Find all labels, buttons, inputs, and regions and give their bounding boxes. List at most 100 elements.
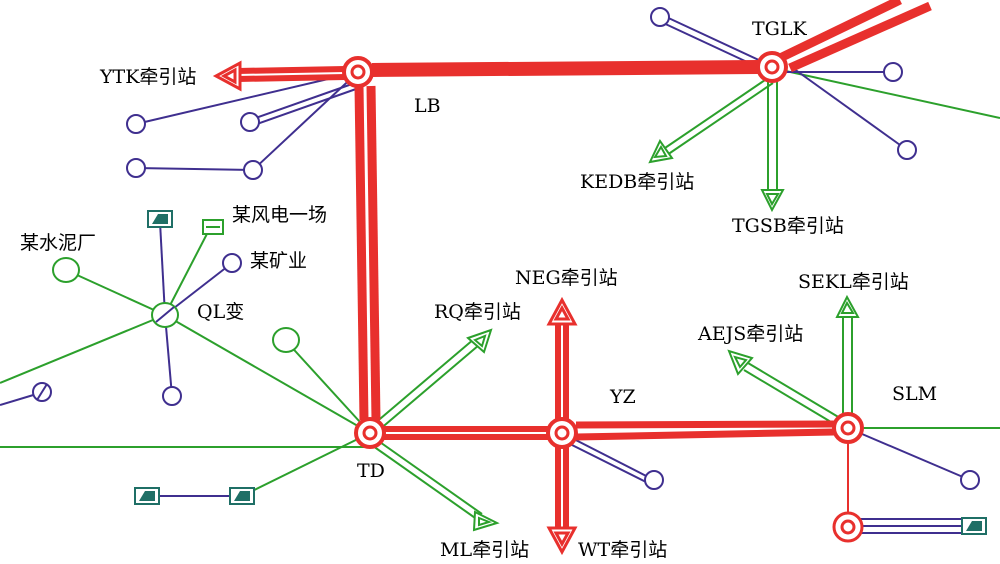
line-cement-ql xyxy=(65,269,166,316)
label-mine: 某矿业 xyxy=(250,250,307,272)
load-circle-icon[interactable] xyxy=(960,470,980,490)
feeder-yz-se2 xyxy=(565,441,655,487)
label-tglk: TGLK xyxy=(752,18,807,40)
wind-plant[interactable] xyxy=(202,219,224,235)
crossed-load-slash xyxy=(36,383,48,401)
trunk-yz-slm-1 xyxy=(575,420,835,429)
arrow-ytk-inner-icon xyxy=(220,67,237,85)
feeder-tglk-se xyxy=(789,65,908,151)
load-circle-icon[interactable] xyxy=(126,158,146,178)
arrow-rq-inner-icon xyxy=(473,334,487,348)
label-ytk: YTK牵引站 xyxy=(99,66,196,88)
feeder-yz-se xyxy=(561,432,655,481)
substation-lb[interactable] xyxy=(342,56,374,88)
substation-yz[interactable] xyxy=(546,417,578,449)
substation-inner-icon xyxy=(554,425,570,441)
substation-tglk[interactable] xyxy=(756,51,788,83)
double-feeders xyxy=(249,14,764,487)
line-td-gen xyxy=(241,432,371,497)
cement-plant-icon[interactable] xyxy=(52,257,80,283)
arrow-neg-inner-icon xyxy=(553,304,571,321)
green-loads xyxy=(52,257,300,353)
load-circle-icon[interactable] xyxy=(222,253,242,273)
branch-rq-1 xyxy=(373,338,475,425)
label-ql: QL变 xyxy=(197,301,244,323)
labels: YTK牵引站 LB TGLK KEDB牵引站 TGSB牵引站 某风电一场 某水泥… xyxy=(20,18,937,561)
feeder-ql-top xyxy=(159,221,166,316)
line-tglk-east xyxy=(771,67,1000,119)
substation-inner-icon xyxy=(350,64,366,80)
substation-inner-icon xyxy=(764,59,780,75)
substation-slm-south[interactable] xyxy=(832,511,864,543)
line-ql-td xyxy=(164,314,371,434)
red-substations xyxy=(342,51,864,543)
label-kedb: KEDB牵引站 xyxy=(580,171,694,193)
label-aejs: AEJS牵引站 xyxy=(697,323,803,345)
label-wind: 某风电一场 xyxy=(232,204,327,226)
generator-block-inner xyxy=(234,491,250,501)
substation-inner-icon xyxy=(840,519,856,535)
label-lb: LB xyxy=(414,95,441,117)
red-arrowheads xyxy=(212,60,578,556)
arrow-sekl-inner-icon xyxy=(840,300,855,314)
feeder-lb-d2 xyxy=(253,88,357,126)
load-circle-icon[interactable] xyxy=(883,62,903,82)
substation-slm[interactable] xyxy=(832,412,864,444)
arrow-tgsb-inner-icon xyxy=(765,193,780,207)
generator-block-inner xyxy=(152,214,168,224)
feeder-lb-d1 xyxy=(249,83,353,121)
feeder-slm-se xyxy=(847,427,971,481)
generator-block-inner xyxy=(139,491,155,501)
load-circle-icon[interactable] xyxy=(644,470,664,490)
label-neg: NEG牵引站 xyxy=(515,267,618,289)
branch-kedb-2 xyxy=(666,82,774,156)
generator-block-inner xyxy=(966,521,982,531)
red-trunk-lines xyxy=(237,0,932,530)
label-wt: WT牵引站 xyxy=(578,539,667,561)
branch-kedb-1 xyxy=(661,77,769,151)
load-circle-icon[interactable] xyxy=(897,140,917,160)
label-tgsb: TGSB牵引站 xyxy=(732,215,844,237)
arrow-kedb-inner-icon xyxy=(653,145,668,159)
green-arrowheads xyxy=(466,139,860,532)
arrow-wt-inner-icon xyxy=(553,531,571,548)
load-circle-icon[interactable] xyxy=(240,112,260,132)
feeder-ql-bottom xyxy=(164,314,173,397)
label-rq: RQ牵引站 xyxy=(434,301,521,323)
branch-ml-2 xyxy=(372,445,479,521)
feeder-tglk-nw1 xyxy=(661,14,764,63)
trunk-lb-td-1 xyxy=(354,85,369,421)
generator-blocks xyxy=(134,210,987,535)
line-ql-west xyxy=(0,314,166,384)
trunk-lb-td-2 xyxy=(366,85,381,421)
load-circle-icon[interactable] xyxy=(650,7,670,27)
load-circle-icon[interactable] xyxy=(162,386,182,406)
load-circle-icon[interactable] xyxy=(126,114,146,134)
ql-substation-slash xyxy=(155,306,175,323)
substation-inner-icon xyxy=(840,420,856,436)
substation-inner-icon xyxy=(362,425,378,441)
arrow-aejs-inner-icon xyxy=(733,355,748,369)
label-ml: ML牵引站 xyxy=(440,539,529,561)
load-oval-icon[interactable] xyxy=(272,327,300,353)
label-yz: YZ xyxy=(609,386,636,408)
green-branches xyxy=(372,77,853,521)
trunk-tglk-ne-1 xyxy=(778,0,902,63)
line-load-td xyxy=(285,340,371,434)
feeder-b-c xyxy=(135,167,254,171)
ql-substation[interactable] xyxy=(151,302,179,328)
branch-rq-2 xyxy=(378,344,480,431)
green-lines xyxy=(0,67,1000,497)
trunk-yz-slm-2 xyxy=(575,428,835,441)
label-sekl: SEKL牵引站 xyxy=(798,271,909,293)
substation-td[interactable] xyxy=(354,417,386,449)
load-circle-icon[interactable] xyxy=(243,160,263,180)
arrow-ml-inner-icon xyxy=(478,516,493,527)
label-td: TD xyxy=(357,460,385,482)
line-wind-ql xyxy=(164,227,211,316)
label-slm: SLM xyxy=(892,383,937,405)
branch-ml-1 xyxy=(376,439,483,515)
trunk-lb-tglk xyxy=(371,60,759,77)
slm-plant-lines xyxy=(860,518,962,534)
